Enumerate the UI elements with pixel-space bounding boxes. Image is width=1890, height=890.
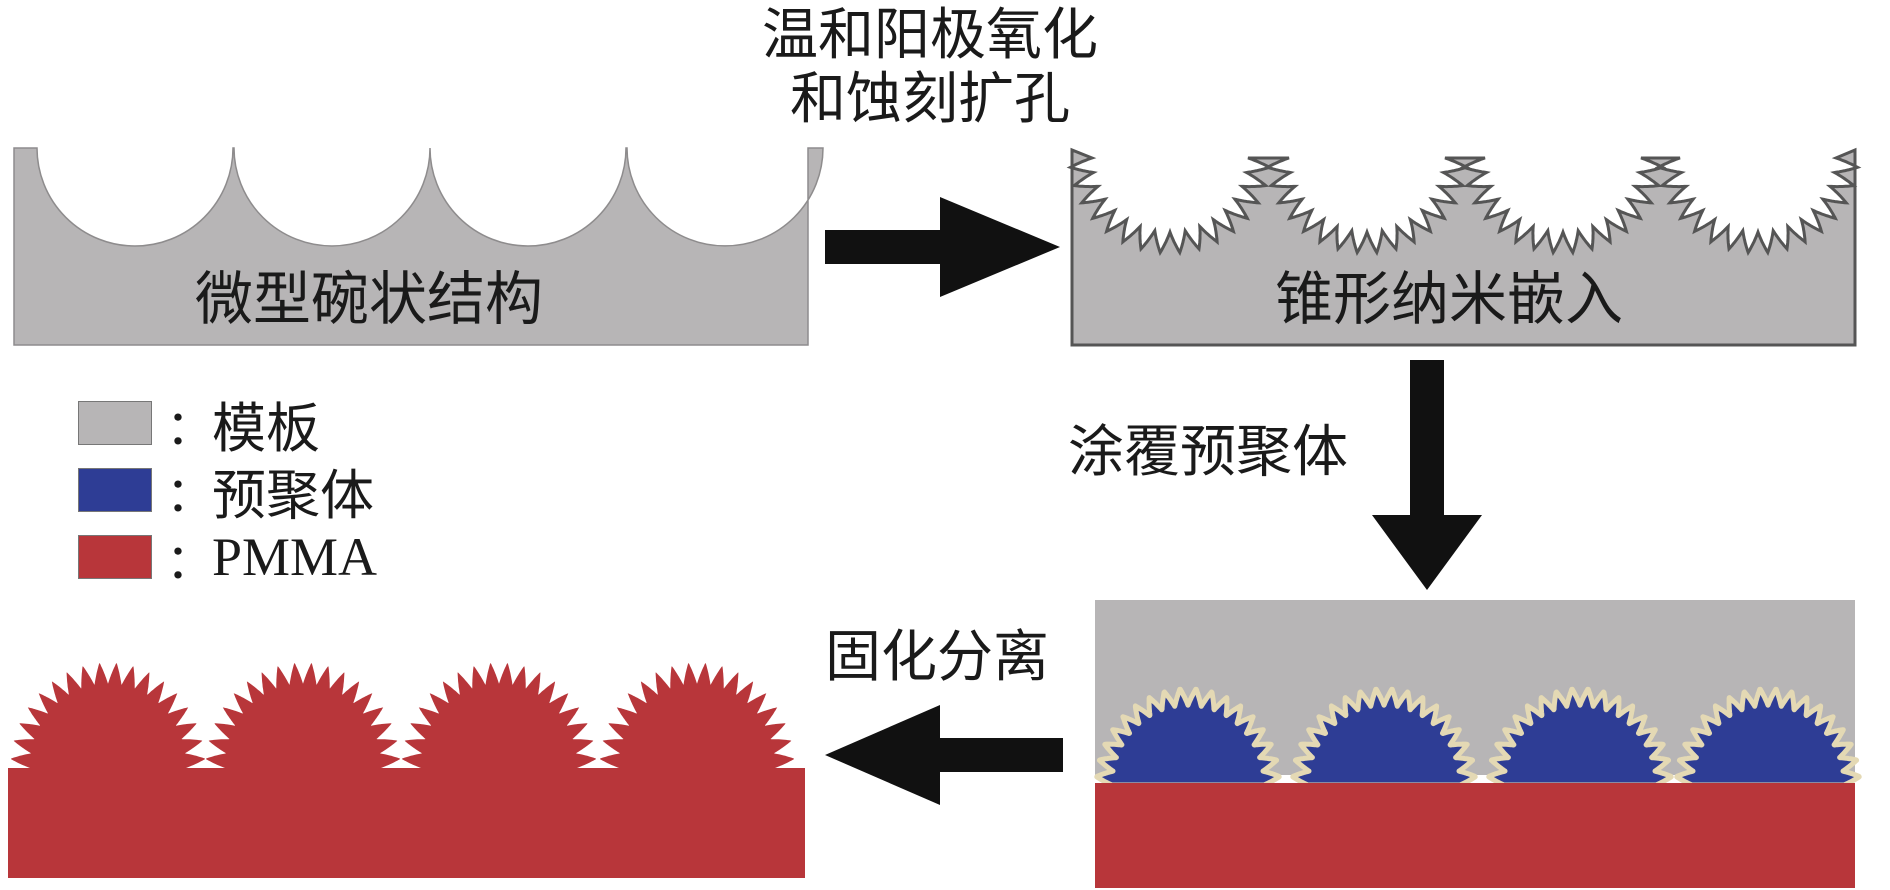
step-anodize-line2: 和蚀刻扩孔 xyxy=(790,67,1070,132)
legend-label-prepolymer: 预聚体 xyxy=(212,463,374,527)
legend-swatch-template xyxy=(78,401,152,445)
pmma-replica-shape xyxy=(8,663,805,878)
legend-item-template: ： 模板 xyxy=(78,397,320,460)
nano-cone-template-shape xyxy=(1066,147,1862,347)
nano-cone-template-label: 锥形纳米嵌入 xyxy=(1275,265,1624,333)
arrow-down-icon xyxy=(1372,360,1482,590)
bowl-template-shape xyxy=(13,147,824,346)
coated-template xyxy=(1094,600,1862,888)
step-anodize-line1: 温和阳极氧化 xyxy=(762,3,1098,68)
prepolymer-domes xyxy=(1094,686,1862,788)
legend-label-template: 模板 xyxy=(212,396,320,460)
legend-label-pmma: PMMA xyxy=(212,527,378,587)
arrow-left-icon xyxy=(825,705,1063,805)
legend-colon: ： xyxy=(166,400,215,456)
step-cure-label: 固化分离 xyxy=(825,625,1049,690)
legend-item-prepolymer: ： 预聚体 xyxy=(78,464,374,527)
step-coat-label: 涂覆预聚体 xyxy=(1068,420,1348,485)
legend-swatch-pmma xyxy=(78,535,152,579)
legend-colon: ： xyxy=(166,534,215,590)
legend-item-pmma: ： PMMA xyxy=(78,527,377,590)
step-anodize-label: 温和阳极氧化 和蚀刻扩孔 xyxy=(740,8,1120,128)
legend-swatch-prepolymer xyxy=(78,468,152,512)
legend-colon: ： xyxy=(166,467,215,523)
arrow-right-icon xyxy=(825,197,1060,297)
pmma-layer xyxy=(1095,783,1855,888)
bowl-template-label: 微型碗状结构 xyxy=(195,265,544,333)
